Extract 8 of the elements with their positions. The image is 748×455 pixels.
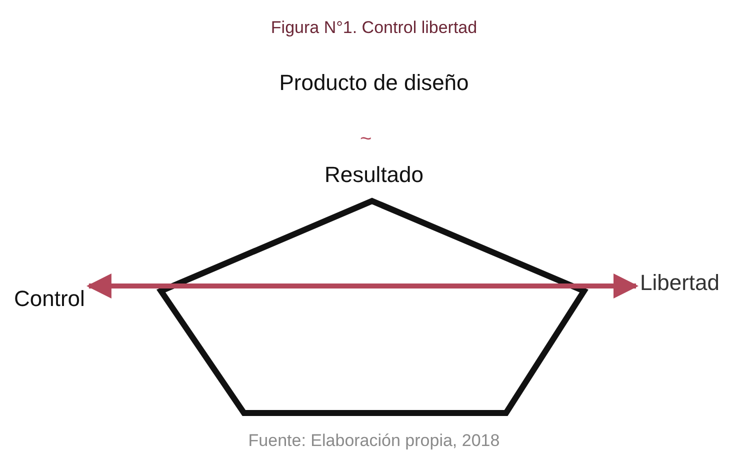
diagram-heading: Producto de diseño xyxy=(278,70,470,96)
figure-title: Figura N°1. Control libertad xyxy=(270,18,478,38)
source-caption: Fuente: Elaboración propia, 2018 xyxy=(247,431,501,451)
axis-end-label: Libertad xyxy=(640,270,720,295)
apex-label: Resultado xyxy=(323,162,425,188)
axis-end-label: Control xyxy=(14,286,85,311)
double-arrow xyxy=(86,274,638,298)
tilde-mark: ~ xyxy=(360,128,372,151)
